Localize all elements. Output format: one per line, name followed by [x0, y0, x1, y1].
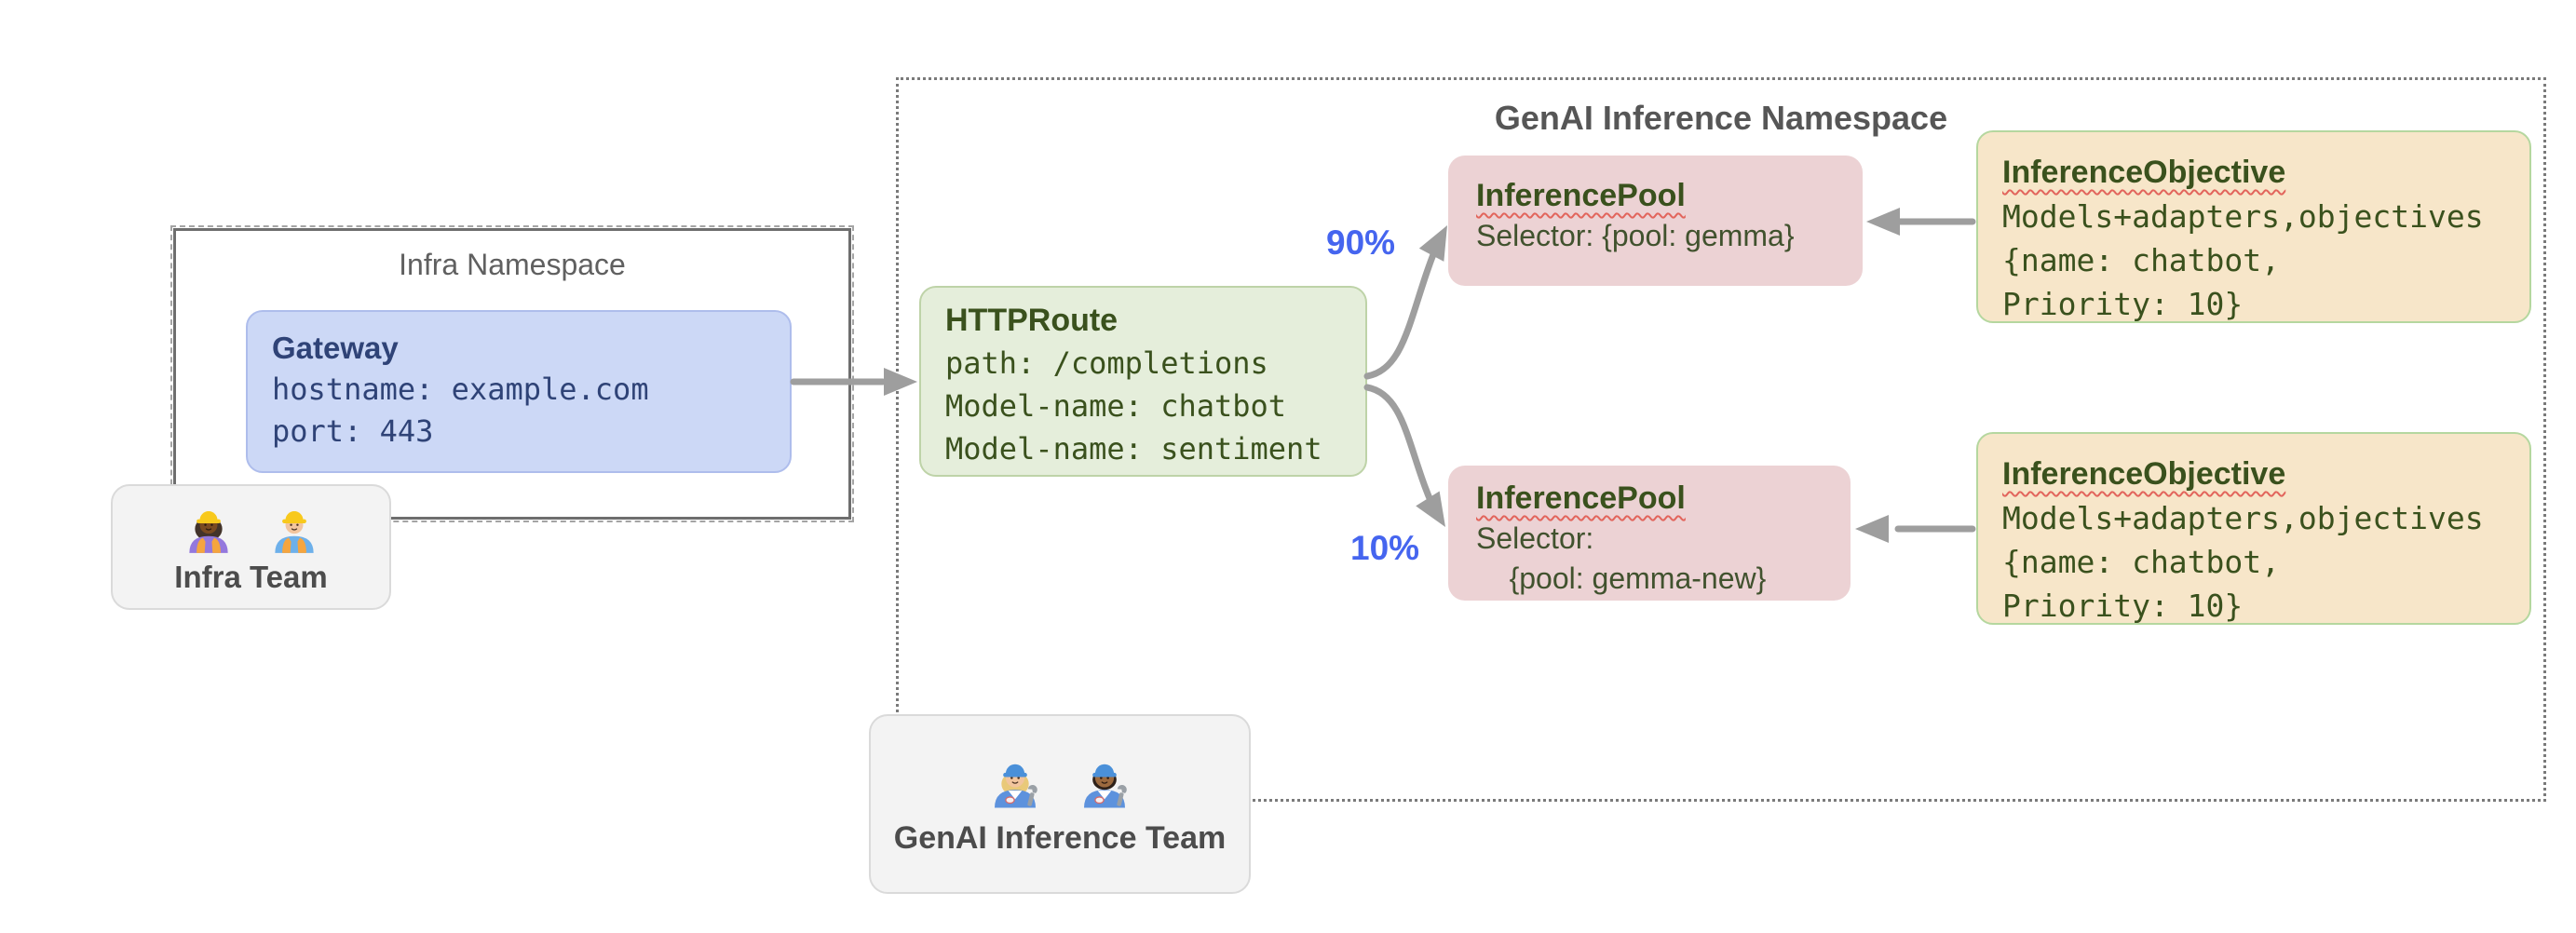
inference-pool-gemma-node: InferencePool Selector: {pool: gemma}: [1448, 156, 1863, 286]
genai-inference-team-card: GenAI Inference Team: [869, 714, 1251, 894]
inference-pool-title: InferencePool: [1476, 178, 1686, 213]
inference-pool-selector: Selector:: [1476, 521, 1594, 555]
infra-team-card: Infra Team: [111, 484, 391, 610]
infra-namespace-title: Infra Namespace: [399, 248, 626, 281]
man-mechanic-icon: [1084, 764, 1127, 808]
traffic-split-90-label: 90%: [1326, 223, 1396, 262]
httproute-title: HTTPRoute: [945, 303, 1119, 338]
inference-pool-gemma-new-node: InferencePool Selector: {pool: gemma-new…: [1448, 466, 1851, 601]
objective-priority: Priority: 10}: [2002, 588, 2244, 624]
inference-objective-node-top: InferenceObjective Models+adapters,objec…: [1976, 130, 2531, 323]
httproute-node: HTTPRoute path: /completions Model-name:…: [919, 286, 1367, 477]
httproute-path: path: /completions: [945, 345, 1268, 381]
gateway-hostname: hostname: example.com: [272, 372, 649, 407]
inference-pool-selector: Selector: {pool: gemma}: [1476, 219, 1795, 252]
objective-models: Models+adapters,objectives: [2002, 500, 2484, 536]
inference-pool-title: InferencePool: [1476, 480, 1686, 516]
inference-objective-title: InferenceObjective: [2002, 456, 2286, 492]
inference-objective-node-bottom: InferenceObjective Models+adapters,objec…: [1976, 432, 2531, 625]
woman-construction-worker-icon: [188, 510, 228, 553]
httproute-model-sentiment: Model-name: sentiment: [945, 431, 1322, 466]
objective-name: {name: chatbot,: [2002, 544, 2281, 580]
infra-team-people: [178, 500, 325, 558]
genai-team-label: GenAI Inference Team: [893, 820, 1227, 856]
infra-team-label: Infra Team: [174, 559, 328, 594]
man-construction-worker-icon: [274, 510, 314, 553]
objective-priority: Priority: 10}: [2002, 286, 2244, 322]
objective-name: {name: chatbot,: [2002, 242, 2281, 278]
gateway-port: port: 443: [272, 413, 434, 449]
inference-objective-title: InferenceObjective: [2002, 155, 2286, 190]
genai-namespace-title: GenAI Inference Namespace: [1494, 99, 1948, 137]
gateway-node: Gateway hostname: example.com port: 443: [246, 310, 792, 473]
gateway-title: Gateway: [272, 331, 399, 365]
traffic-split-10-label: 10%: [1350, 529, 1420, 567]
inference-pool-selector-value: {pool: gemma-new}: [1476, 561, 1767, 595]
genai-team-people: [983, 751, 1137, 813]
objective-models: Models+adapters,objectives: [2002, 198, 2484, 235]
httproute-model-chatbot: Model-name: chatbot: [945, 388, 1287, 424]
woman-mechanic-icon: [995, 764, 1037, 808]
